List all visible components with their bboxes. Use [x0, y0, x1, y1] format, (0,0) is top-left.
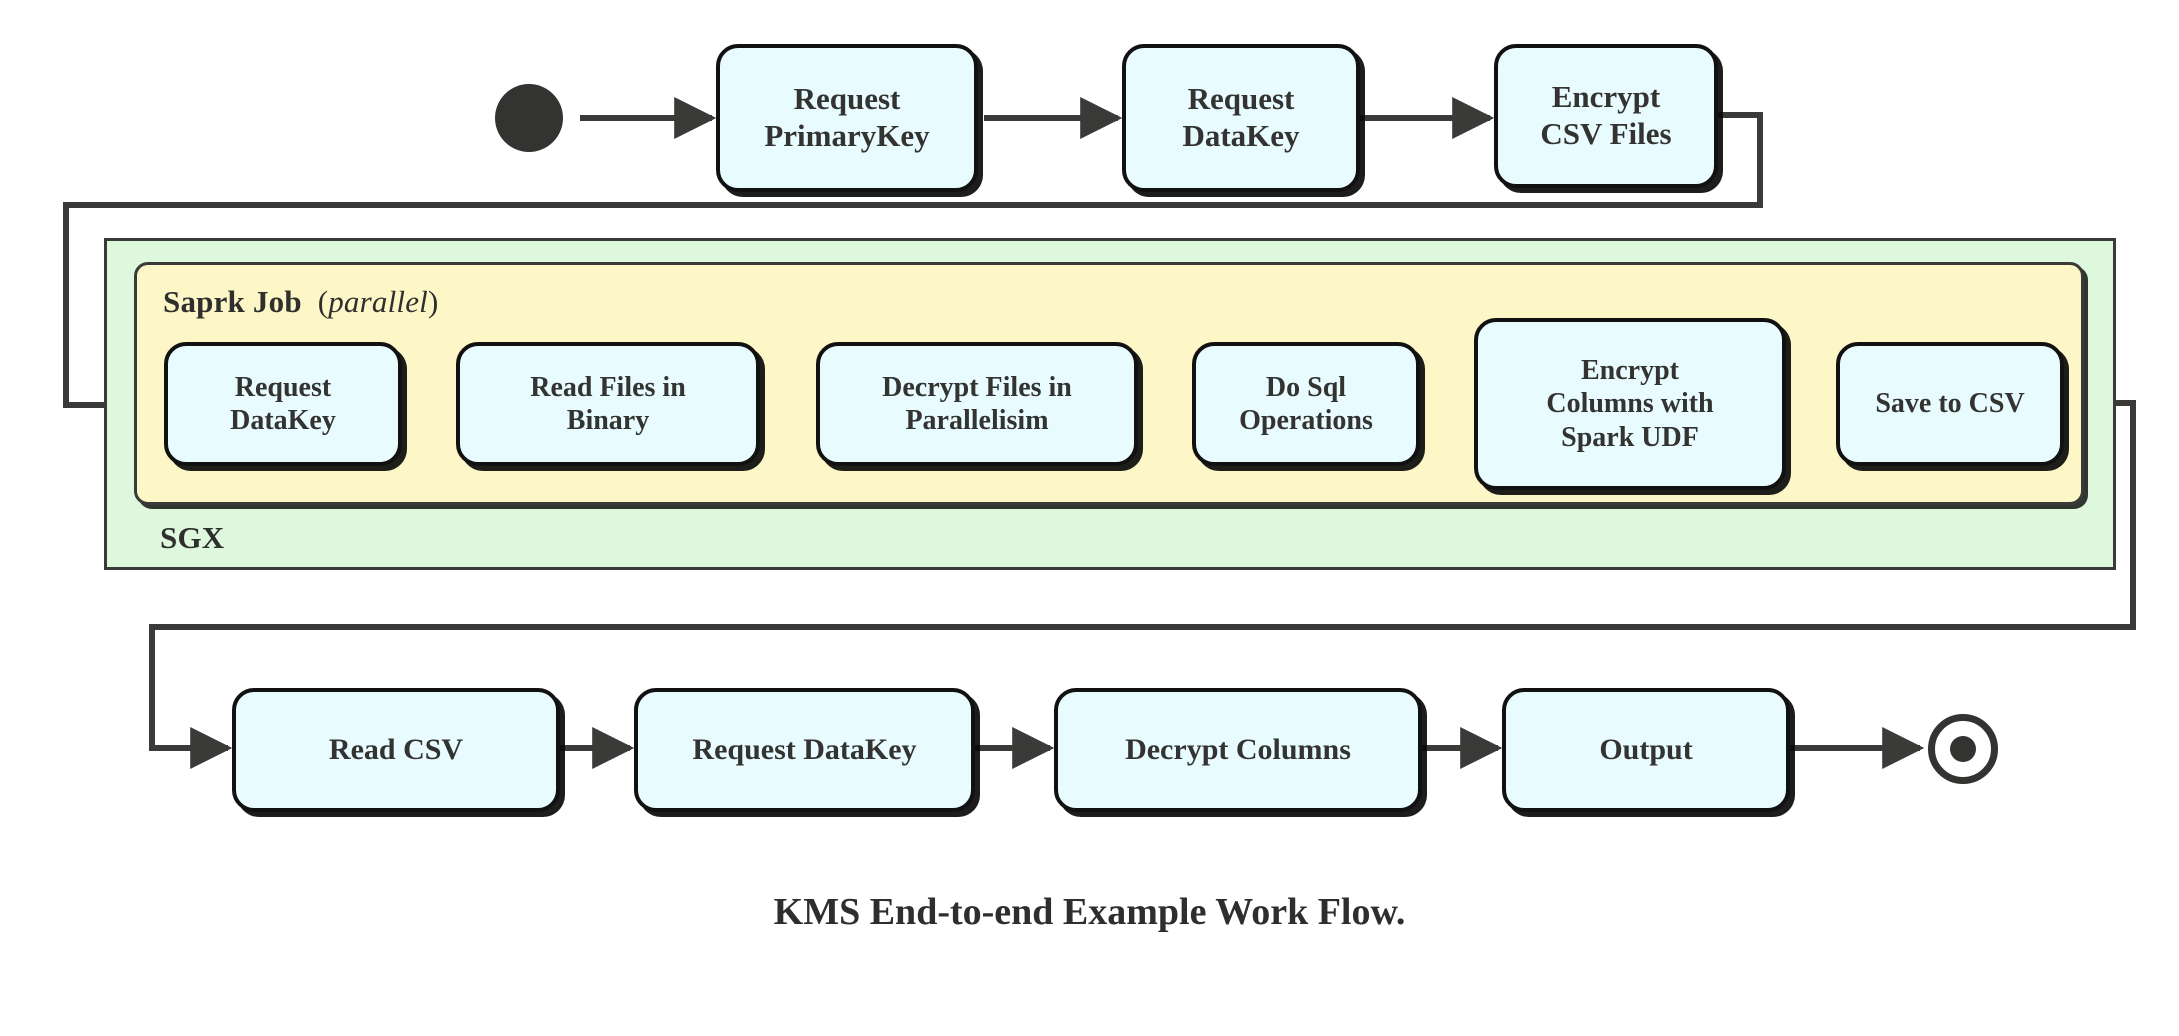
node-line: Read CSV [328, 733, 464, 767]
node-line: Spark UDF [1561, 421, 1699, 453]
node-decrypt-files-in-parallelisim[interactable]: Decrypt Files in Parallelisim [816, 342, 1138, 466]
node-line: Output [1599, 733, 1693, 767]
node-line: DataKey [230, 405, 336, 436]
node-encrypt-csv-files[interactable]: Encrypt CSV Files [1494, 44, 1718, 188]
node-line: Parallelisim [905, 405, 1049, 436]
node-read-files-in-binary[interactable]: Read Files in Binary [456, 342, 760, 466]
end-bullseye-icon [1928, 714, 1998, 784]
node-save-to-csv[interactable]: Save to CSV [1836, 342, 2064, 466]
region-spark-job-qualifier: parallel [328, 284, 428, 319]
node-line: CSV Files [1540, 116, 1672, 151]
node-line: Columns with [1546, 388, 1714, 420]
paren-open: ( [317, 284, 329, 319]
paren-close: ) [427, 284, 439, 319]
region-spark-job-label: Saprk Job (parallel) [163, 284, 439, 320]
node-line: Request DataKey [692, 733, 917, 767]
node-line: Encrypt [1551, 79, 1661, 115]
node-line: Save to CSV [1875, 388, 2025, 420]
node-line: Decrypt Files in [882, 371, 1072, 403]
node-line: Read Files in [530, 371, 686, 403]
node-do-sql-operations[interactable]: Do Sql Operations [1192, 342, 1420, 466]
node-request-datakey-top[interactable]: Request DataKey [1122, 44, 1360, 192]
node-line: Binary [566, 405, 650, 436]
node-line: Request [234, 371, 332, 403]
node-request-primarykey[interactable]: Request PrimaryKey [716, 44, 978, 192]
node-line: Request [1187, 81, 1295, 117]
node-line: Encrypt [1580, 355, 1679, 387]
node-decrypt-columns[interactable]: Decrypt Columns [1054, 688, 1422, 812]
start-circle-icon [495, 84, 563, 152]
node-line: Operations [1239, 405, 1373, 436]
node-line: Decrypt Columns [1125, 733, 1351, 767]
node-read-csv[interactable]: Read CSV [232, 688, 560, 812]
region-spark-job-title: Saprk Job [163, 284, 302, 319]
diagram-caption: KMS End-to-end Example Work Flow. [773, 891, 1406, 933]
node-line: DataKey [1182, 118, 1300, 153]
node-line: PrimaryKey [764, 118, 930, 153]
node-line: Do Sql [1265, 371, 1347, 403]
node-request-datakey-spark[interactable]: Request DataKey [164, 342, 402, 466]
node-line: Request [793, 81, 901, 117]
node-request-datakey-bottom[interactable]: Request DataKey [634, 688, 975, 812]
region-sgx-label: SGX [160, 520, 225, 555]
node-output[interactable]: Output [1502, 688, 1790, 812]
node-encrypt-columns-with-spark-udf[interactable]: Encrypt Columns with Spark UDF [1474, 318, 1786, 490]
